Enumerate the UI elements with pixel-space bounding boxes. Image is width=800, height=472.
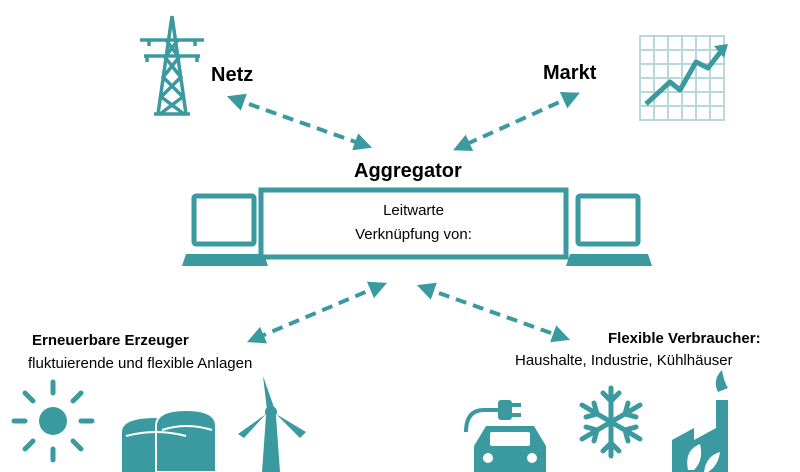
- consumers-title: Flexible Verbraucher:: [608, 330, 761, 347]
- sun-icon: [11, 379, 95, 463]
- laptop-icon: [182, 193, 268, 266]
- aggregator-box-line1: Leitwarte: [383, 202, 444, 219]
- connector-netz-aggregator: [226, 93, 373, 151]
- connector-consumers-aggregator: [416, 282, 571, 343]
- netz-label: Netz: [211, 64, 254, 86]
- consumers-subtitle: Haushalte, Industrie, Kühlhäuser: [515, 352, 733, 369]
- producers-title: Erneuerbare Erzeuger: [32, 332, 189, 349]
- wind-turbine-icon: [238, 376, 306, 472]
- markt-label: Markt: [543, 62, 597, 84]
- connector-producers-aggregator: [247, 281, 387, 344]
- factory-icon: [672, 370, 728, 472]
- laptop-icon: [566, 193, 652, 266]
- electric-car-icon: [464, 400, 546, 472]
- market-chart-icon: [639, 35, 728, 121]
- snowflake-icon: [579, 385, 643, 459]
- producers-subtitle: fluktuierende und flexible Anlagen: [28, 355, 253, 372]
- aggregator-box: [258, 187, 569, 260]
- aggregator-box-line2: Verknüpfung von:: [355, 226, 472, 243]
- connector-markt-aggregator: [453, 92, 580, 151]
- aggregator-title: Aggregator: [354, 160, 462, 182]
- power-pylon-icon: [140, 15, 204, 116]
- biogas-plant-icon: [122, 408, 217, 472]
